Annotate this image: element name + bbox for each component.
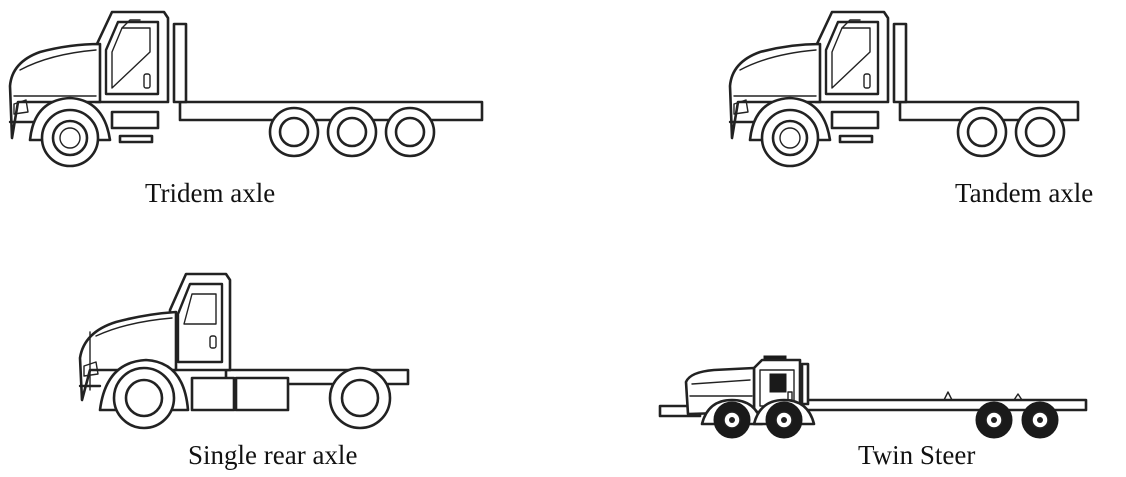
twin-steer-truck-illustration <box>654 320 1094 440</box>
tridem-axle-truck <box>0 0 500 160</box>
single-rear-axle-truck <box>76 270 416 430</box>
front-wheel <box>42 110 98 166</box>
single-rear-axle-caption: Single rear axle <box>188 440 357 471</box>
rear-wheel <box>958 108 1006 156</box>
twin-steer-truck <box>654 320 1094 440</box>
exhaust-stack <box>802 364 808 404</box>
step <box>120 136 152 142</box>
tandem-axle-caption: Tandem axle <box>955 178 1093 209</box>
front-wheel <box>766 402 802 438</box>
front-wheel <box>714 402 750 438</box>
rear-wheel <box>328 108 376 156</box>
exhaust-stack <box>174 24 186 102</box>
rear-wheel <box>330 368 390 428</box>
tandem-axle-truck <box>720 0 1090 160</box>
tandem-axle-truck-illustration <box>720 0 1090 160</box>
battery-box <box>236 378 288 410</box>
fuel-tank <box>192 378 234 410</box>
cab-window <box>770 374 786 392</box>
rear-wheel <box>1016 108 1064 156</box>
flatbed-frame <box>180 102 482 120</box>
exhaust-stack <box>894 24 906 102</box>
tridem-axle-truck-illustration <box>0 0 500 160</box>
step <box>840 136 872 142</box>
tridem-axle-caption: Tridem axle <box>145 178 275 209</box>
fuel-tank <box>832 112 878 128</box>
rear-wheel <box>1022 402 1058 438</box>
twin-steer-caption: Twin Steer <box>858 440 975 471</box>
rear-wheel <box>270 108 318 156</box>
single-rear-axle-truck-illustration <box>76 270 416 430</box>
rear-wheel <box>386 108 434 156</box>
rear-wheel <box>976 402 1012 438</box>
front-wheel <box>762 110 818 166</box>
fuel-tank <box>112 112 158 128</box>
front-wheel <box>114 368 174 428</box>
